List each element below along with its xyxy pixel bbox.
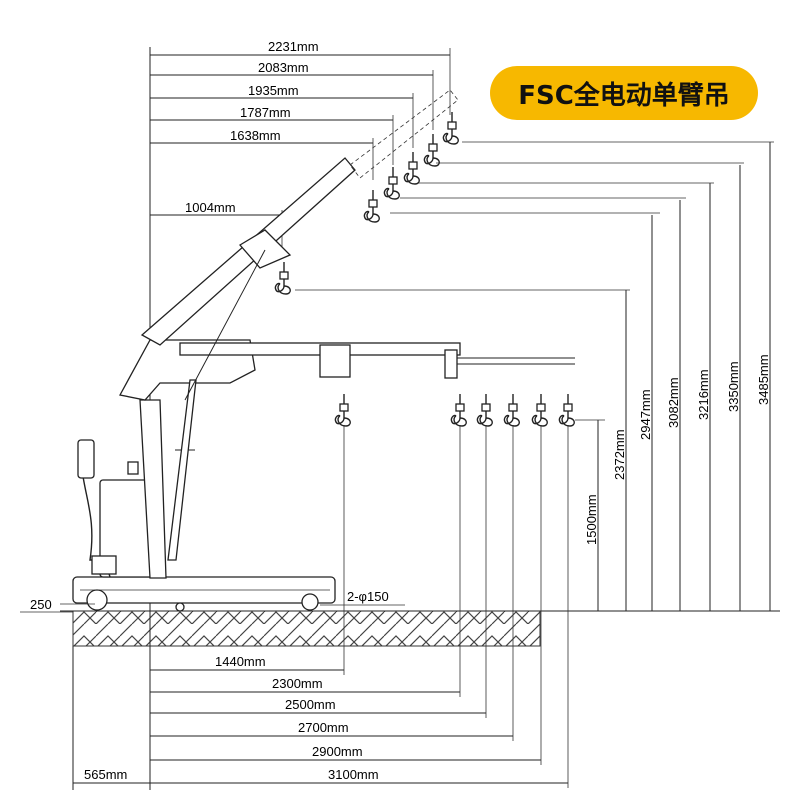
top-reach-dimensions [150, 48, 451, 250]
reach-label-1004: 1004mm [185, 200, 236, 215]
height-label-3082: 3082mm [666, 377, 681, 428]
reach-label-2900: 2900mm [312, 744, 363, 759]
reach-label-2083: 2083mm [258, 60, 309, 75]
crane-mast [119, 339, 575, 579]
reach-label-3100: 3100mm [328, 767, 379, 782]
reach-label-1440: 1440mm [215, 654, 266, 669]
ground-hatch [72, 610, 541, 647]
rear-length-label: 565mm [84, 767, 127, 782]
wheel-offset-label: 250 [30, 597, 52, 612]
wheel-note-label: 2-φ150 [347, 589, 389, 604]
reach-label-1935: 1935mm [248, 83, 299, 98]
reach-label-1638: 1638mm [230, 128, 281, 143]
crane-upper-boom [140, 89, 459, 401]
height-label-3350: 3350mm [726, 361, 741, 412]
height-label-1500: 1500mm [584, 494, 599, 545]
height-label-3485: 3485mm [756, 354, 771, 405]
reach-label-2300: 2300mm [272, 676, 323, 691]
height-dimensions [295, 141, 774, 611]
crane-base [72, 439, 336, 612]
height-label-2947: 2947mm [638, 389, 653, 440]
reach-label-2700: 2700mm [298, 720, 349, 735]
reach-label-2231: 2231mm [268, 39, 319, 54]
bottom-reach-dimensions [73, 425, 569, 788]
height-label-2372: 2372mm [612, 429, 627, 480]
reach-label-1787: 1787mm [240, 105, 291, 120]
lower-hooks [334, 393, 575, 427]
height-label-3216: 3216mm [696, 369, 711, 420]
title-badge: FSC全电动单臂吊 [490, 66, 758, 120]
reach-label-2500: 2500mm [285, 697, 336, 712]
